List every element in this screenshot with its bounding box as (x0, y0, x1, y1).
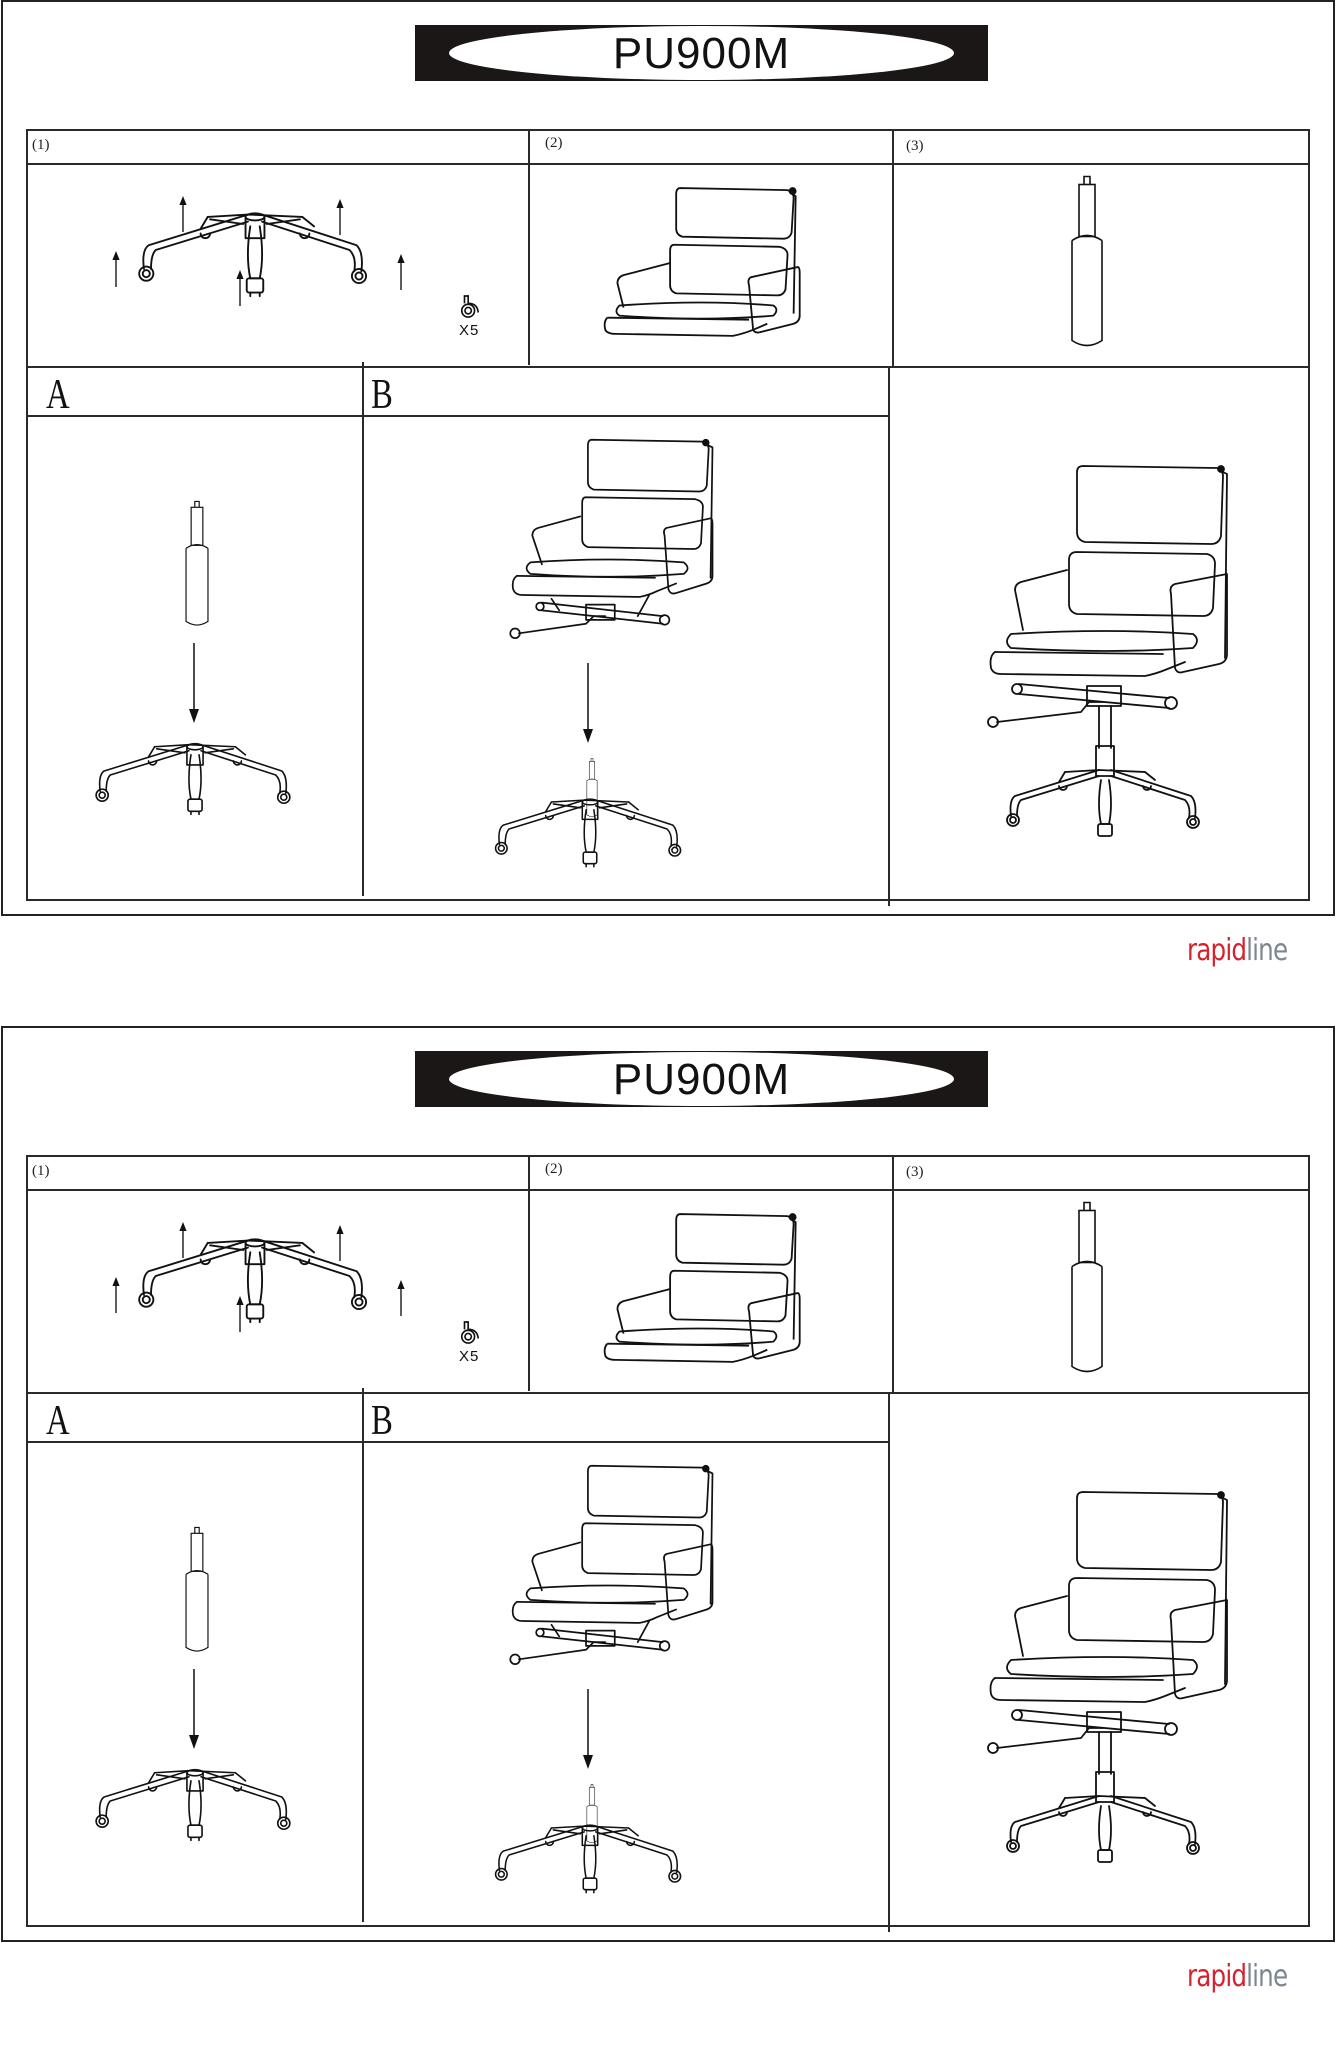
grid-bottom-line (26, 899, 1310, 901)
step-3-label: (3) (906, 138, 924, 154)
title-ellipse (449, 1052, 954, 1106)
up-arrow-icon (111, 1277, 121, 1313)
caster-quantity: X5 (459, 1348, 480, 1365)
grid-col-divider-ab (362, 1388, 364, 1922)
logo-part-line: line (1246, 933, 1288, 968)
step-b-label: B (371, 1398, 393, 1444)
grid-top-line (26, 1155, 1310, 1157)
grid-bottom-line (26, 1925, 1310, 1927)
step-2-label: (2) (545, 135, 563, 151)
grid-col-divider-b-result (888, 366, 890, 906)
up-arrow-icon (335, 1225, 345, 1261)
grid-row1-bottom (26, 1392, 1310, 1394)
down-arrow-icon (582, 663, 594, 743)
grid-left-line (26, 129, 28, 901)
assembly-page-2: PU900M (1) (2) (3) A B X5 rapidline (0, 1026, 1339, 2052)
star-base-icon (125, 1226, 385, 1326)
step-a-label: A (46, 1398, 70, 1444)
star-base-icon (84, 1760, 306, 1842)
step-1-label: (1) (32, 1163, 50, 1179)
down-arrow-icon (188, 1668, 200, 1750)
grid-header-line (26, 1189, 1310, 1191)
grid-header-line (26, 163, 1310, 165)
grid-top-line (26, 129, 1310, 131)
star-base-icon (484, 1816, 696, 1894)
assembly-page-1: PU900M (1) (2) (3) A B X5 rapidline (1, 0, 1335, 968)
grid-col-divider-2 (892, 129, 894, 367)
grid-col-divider-1 (528, 1155, 530, 1391)
up-arrow-icon (396, 254, 406, 290)
step-2-label: (2) (545, 1161, 563, 1177)
grid-right-line (1308, 129, 1310, 901)
logo-part-rapid: rapid (1187, 933, 1247, 968)
chair-with-mechanism-icon (494, 1460, 724, 1690)
grid-col-divider-2 (892, 1155, 894, 1393)
up-arrow-icon (235, 1296, 245, 1332)
grid-col-divider-b-result (888, 1392, 890, 1932)
model-title-banner: PU900M (415, 25, 988, 81)
caster-icon (459, 294, 481, 320)
step-b-label: B (371, 372, 393, 418)
caster-quantity: X5 (459, 322, 480, 339)
grid-ab-header-line (26, 1441, 889, 1443)
logo-part-rapid: rapid (1187, 1959, 1247, 1994)
gas-lift-icon (181, 500, 213, 628)
page-border (1, 1026, 1335, 1942)
grid-right-line (1308, 1155, 1310, 1927)
model-title: PU900M (612, 29, 791, 78)
gas-lift-icon (181, 1526, 213, 1654)
step-1-label: (1) (32, 137, 50, 153)
up-arrow-icon (335, 199, 345, 235)
grid-left-line (26, 1155, 28, 1927)
up-arrow-icon (178, 1222, 188, 1258)
down-arrow-icon (582, 1689, 594, 1769)
caster-icon (459, 1320, 481, 1346)
grid-col-divider-ab (362, 362, 364, 896)
model-title: PU900M (612, 1055, 791, 1104)
logo-part-line: line (1246, 1959, 1288, 1994)
grid-col-divider-1 (528, 129, 530, 365)
down-arrow-icon (188, 642, 200, 724)
up-arrow-icon (111, 251, 121, 287)
up-arrow-icon (178, 196, 188, 232)
title-ellipse (449, 26, 954, 80)
star-base-icon (84, 734, 306, 816)
chair-with-mechanism-icon (494, 434, 724, 664)
step-a-label: A (46, 372, 70, 418)
gas-lift-icon (1067, 1200, 1107, 1376)
assembled-chair-icon (975, 1484, 1243, 1884)
seat-backrest-icon (600, 1208, 805, 1370)
grid-row1-bottom (26, 366, 1310, 368)
up-arrow-icon (235, 270, 245, 306)
model-title-banner: PU900M (415, 1051, 988, 1107)
up-arrow-icon (396, 1280, 406, 1316)
seat-backrest-icon (600, 182, 805, 344)
step-3-label: (3) (906, 1164, 924, 1180)
rapidline-logo: rapidline (1187, 1959, 1288, 1994)
grid-ab-header-line (26, 415, 889, 417)
rapidline-logo: rapidline (1187, 933, 1288, 968)
star-base-icon (484, 790, 696, 868)
star-base-icon (125, 200, 385, 300)
page-border (1, 0, 1335, 916)
assembled-chair-icon (975, 458, 1243, 858)
gas-lift-icon (1067, 174, 1107, 350)
